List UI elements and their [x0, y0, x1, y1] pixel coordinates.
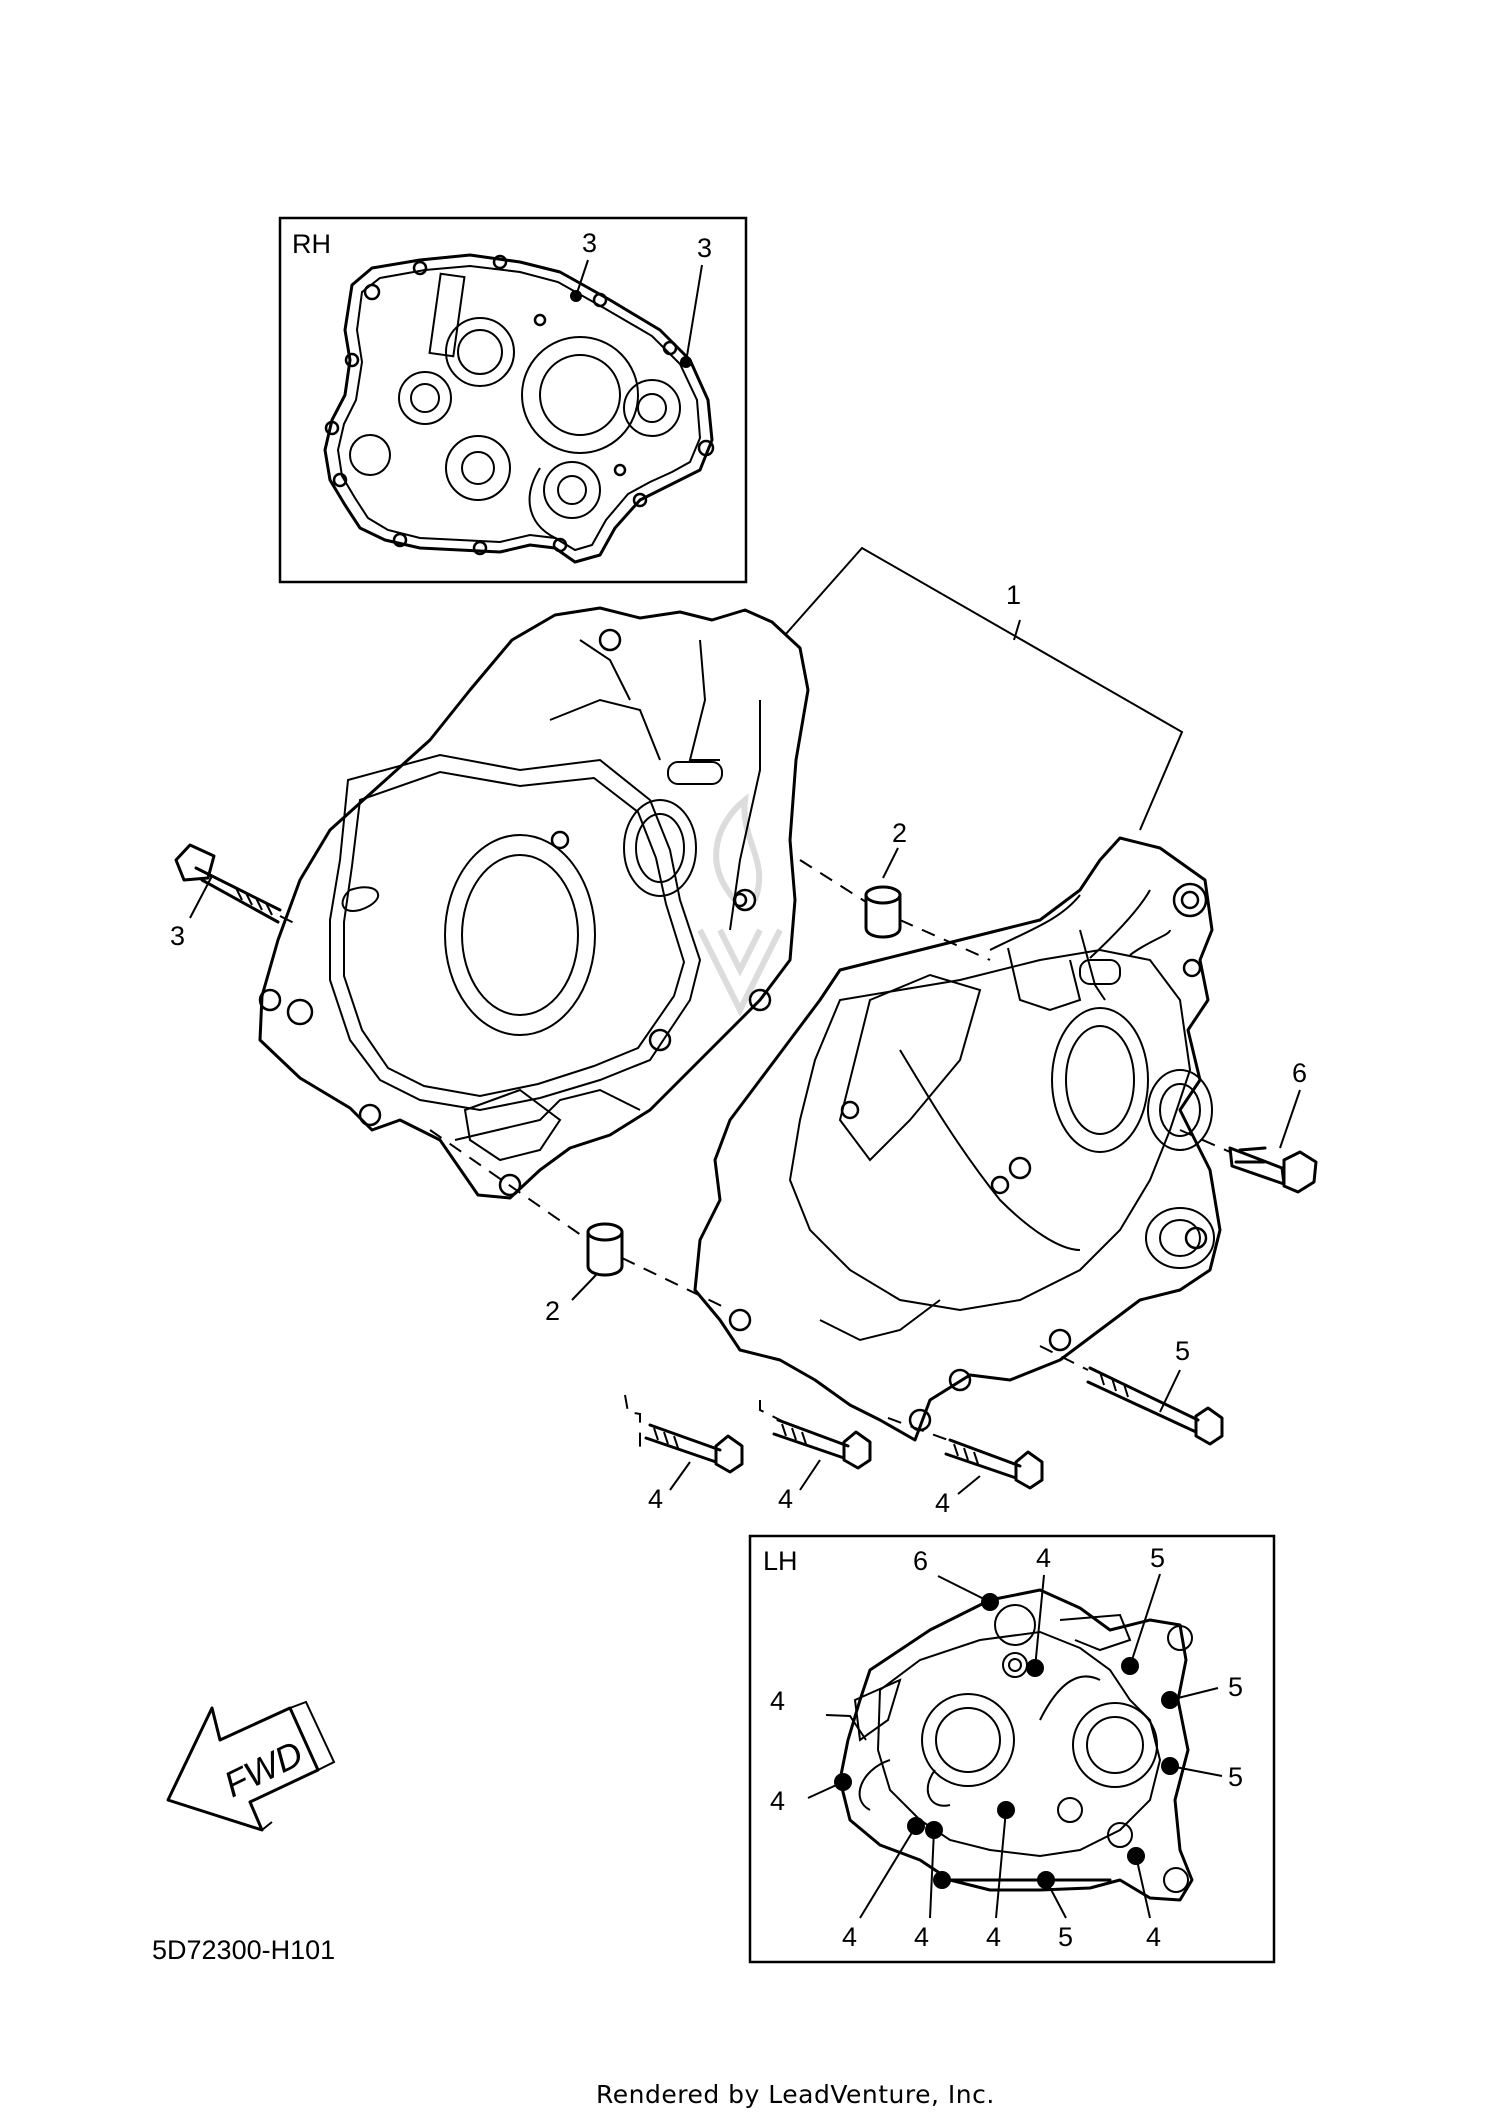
callout-part-2: 2	[545, 1296, 560, 1326]
callout-part-4: 4	[935, 1488, 950, 1518]
dowel-pin-upper: 2	[799, 818, 991, 961]
bolt-part-6: 6	[1179, 1058, 1318, 1194]
render-credit: Rendered by LeadVenture, Inc.	[596, 2080, 995, 2109]
lh-callout: 4	[986, 1922, 1001, 1952]
rh-callout: 3	[697, 233, 712, 263]
rh-crankcase-face	[323, 253, 714, 564]
lh-crankcase-half	[693, 836, 1222, 1442]
lh-callout: 5	[1228, 1672, 1243, 1702]
rh-callout: 3	[582, 228, 597, 258]
bolt-part-5: 5	[1039, 1336, 1224, 1446]
callout-part-4: 4	[778, 1484, 793, 1514]
lh-callout: 5	[1228, 1762, 1243, 1792]
lh-callout: 4	[842, 1922, 857, 1952]
lh-callout: 5	[1150, 1543, 1165, 1573]
dowel-pin-lower: 2	[429, 1129, 731, 1326]
bolt-part-4-a: 4	[624, 1394, 744, 1514]
callout-part-1: 1	[1006, 580, 1021, 610]
bolt-part-4-b: 4	[759, 1400, 872, 1514]
lh-callout: 4	[1036, 1543, 1051, 1573]
lh-callout: 4	[770, 1786, 785, 1816]
rh-inset-title: RH	[292, 229, 331, 259]
watermark-logo	[697, 793, 783, 1017]
callout-part-4: 4	[648, 1484, 663, 1514]
rh-bolt-holes	[324, 254, 715, 556]
lh-crankcase-face	[838, 1588, 1194, 1902]
lh-callout: 4	[914, 1922, 929, 1952]
callout-part-3: 3	[170, 921, 185, 951]
diagram-code: 5D72300-H101	[152, 1935, 336, 1965]
lh-callout: 4	[1146, 1922, 1161, 1952]
lh-callout: 5	[1058, 1922, 1073, 1952]
bolt-part-4-c: 4	[887, 1417, 1044, 1518]
callout-part-5: 5	[1175, 1336, 1190, 1366]
lh-inset: LH	[748, 1534, 1276, 1964]
lh-callout: 4	[770, 1686, 785, 1716]
part-1-leader: 1	[784, 546, 1184, 831]
forward-direction-arrow: FWD	[166, 1700, 336, 1832]
lh-inset-title: LH	[763, 1546, 798, 1576]
lh-callout: 6	[913, 1546, 928, 1576]
callout-part-6: 6	[1292, 1058, 1307, 1088]
rh-inset: RH 3 3	[278, 216, 748, 584]
callout-part-2: 2	[892, 818, 907, 848]
rh-crankcase-half	[258, 606, 810, 1200]
bolt-part-3: 3	[170, 843, 301, 951]
